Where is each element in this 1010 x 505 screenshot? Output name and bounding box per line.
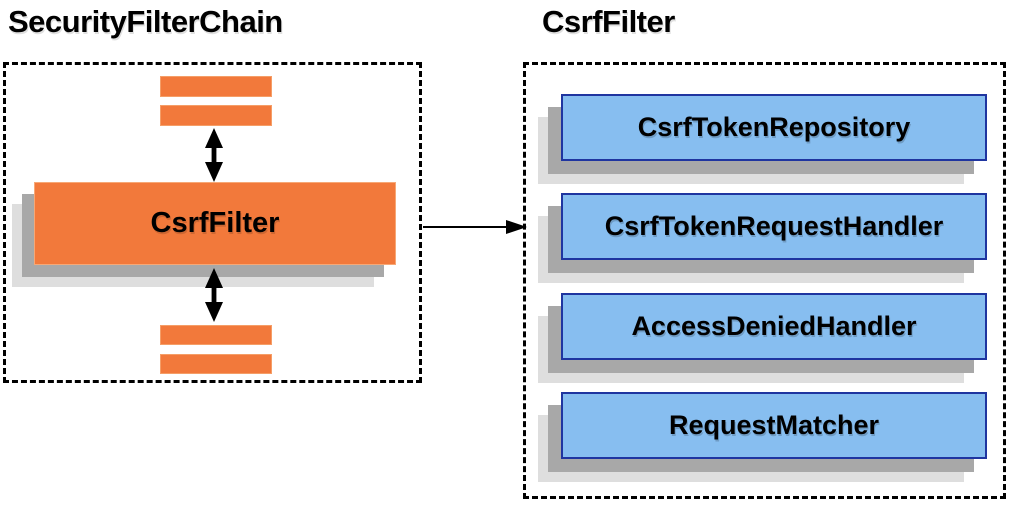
csrf-filter-title: CsrfFilter [542, 4, 675, 39]
csrf-filter-node-label: CsrfFilter [150, 207, 280, 239]
csrf-filter-node: CsrfFilter [34, 182, 396, 265]
security-filter-chain-container [3, 62, 422, 383]
security-filter-chain-title: SecurityFilterChain [8, 4, 283, 39]
filter-stack-bar-bottom-2 [160, 354, 272, 374]
component-label: RequestMatcher [668, 410, 880, 440]
component-box-access-denied-handler: AccessDeniedHandler [561, 293, 987, 360]
flow-arrow-icon [423, 220, 527, 234]
csrf-filter-container [523, 62, 1006, 499]
component-box-csrf-token-repository: CsrfTokenRepository [561, 94, 987, 161]
component-label: CsrfTokenRequestHandler [604, 211, 944, 241]
component-label: AccessDeniedHandler [631, 311, 917, 341]
filter-stack-bar-top-1 [160, 76, 272, 97]
filter-stack-bar-top-2 [160, 105, 272, 126]
filter-stack-bar-bottom-1 [160, 325, 272, 345]
component-box-request-matcher: RequestMatcher [561, 392, 987, 459]
component-box-csrf-token-request-handler: CsrfTokenRequestHandler [561, 193, 987, 260]
component-label: CsrfTokenRepository [637, 112, 911, 142]
